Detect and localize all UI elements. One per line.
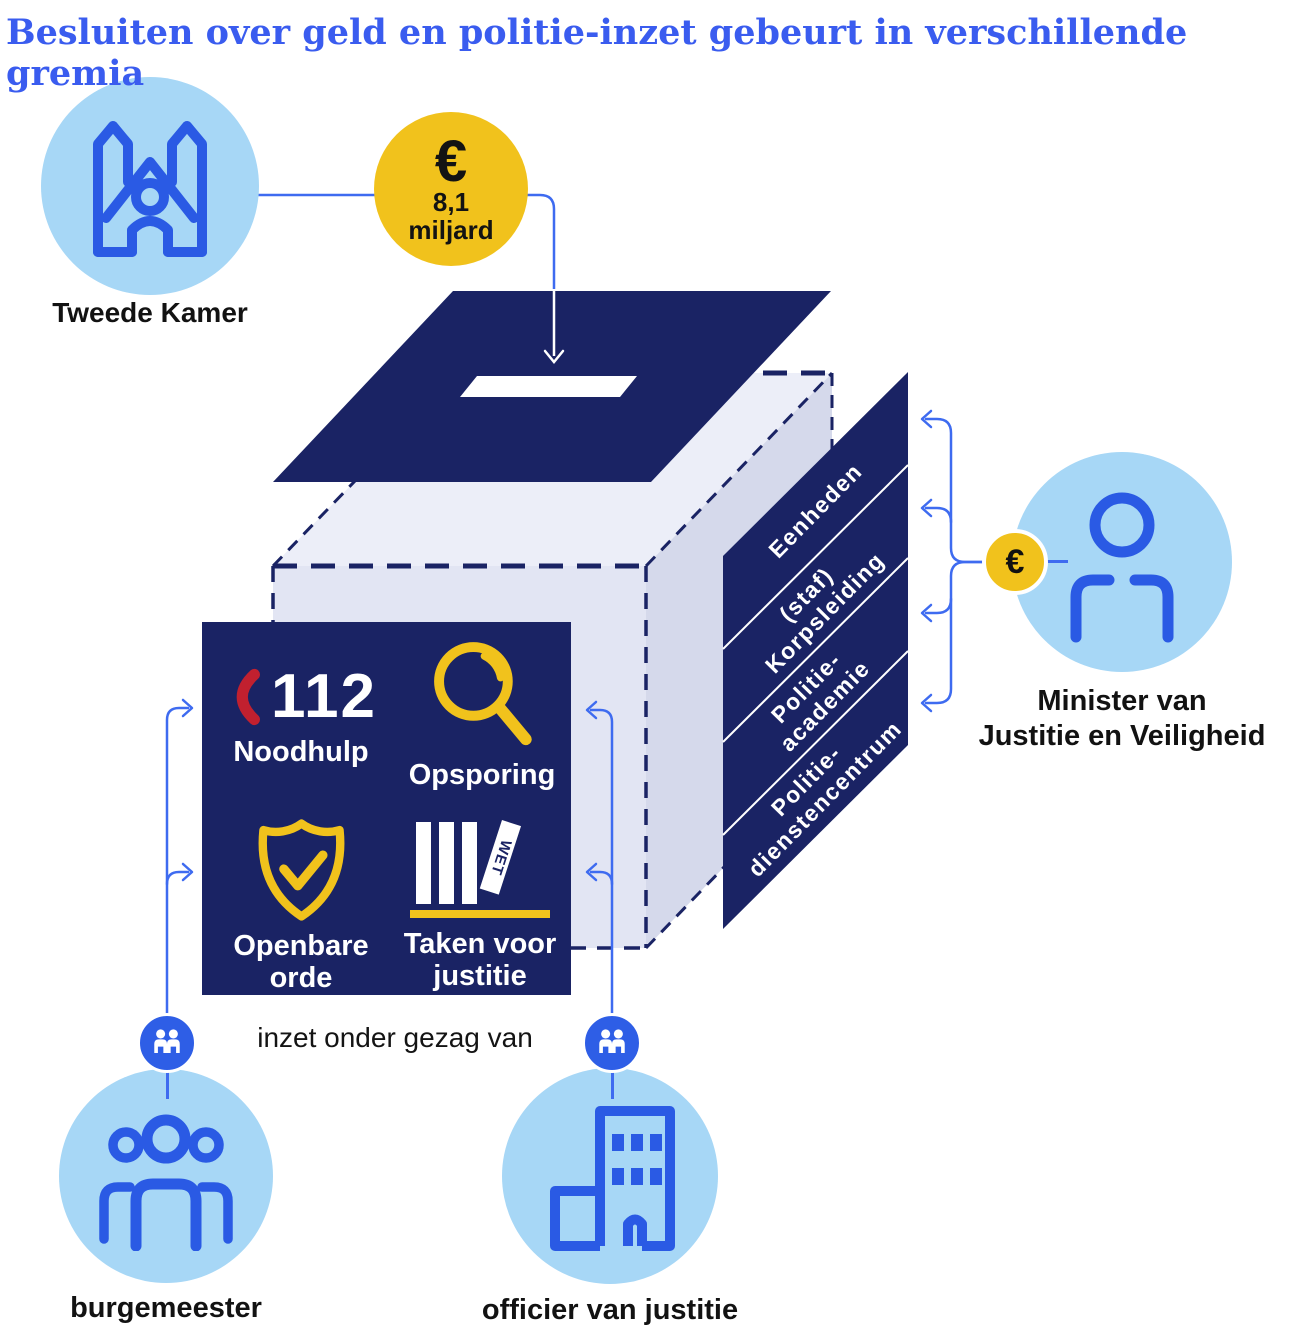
emergency-number: 112 bbox=[270, 662, 378, 731]
budget-circle: € 8,1 miljard bbox=[374, 112, 528, 266]
task-label-line: justitie bbox=[433, 960, 527, 993]
authority-caption: inzet onder gezag van bbox=[257, 1022, 533, 1053]
euro-coin: € bbox=[982, 529, 1048, 595]
parliament-building-icon bbox=[93, 121, 207, 257]
budget-amount: 8,1 bbox=[432, 187, 470, 218]
burgemeester-label: burgemeester bbox=[70, 1292, 262, 1324]
burgemeester-line-stub bbox=[166, 1071, 169, 1099]
officier-circle bbox=[502, 1068, 718, 1284]
shield-check-icon bbox=[258, 819, 344, 921]
person-icon bbox=[1070, 492, 1174, 643]
arrow-head-left bbox=[585, 700, 598, 720]
people-group-icon bbox=[99, 1114, 233, 1251]
task-label-line: Taken voor bbox=[403, 928, 557, 960]
arrow-head-left bbox=[585, 862, 598, 882]
law-books-icon: WET bbox=[410, 820, 550, 918]
task-label: Opsporing bbox=[408, 759, 556, 791]
euro-icon: € bbox=[1005, 542, 1025, 581]
page-title: Besluiten over geld en politie-inzet geb… bbox=[6, 12, 1188, 94]
book-shelf bbox=[410, 910, 550, 918]
arrow-head-right bbox=[181, 862, 194, 882]
arrow-head-left bbox=[920, 603, 933, 623]
coin-connector-stub bbox=[1044, 560, 1068, 563]
task-openbare-orde: Openbare orde bbox=[210, 818, 392, 995]
police-tasks-panel: 112 Noodhulp Opsporing Openbare orde bbox=[202, 622, 571, 995]
arrow-head-left bbox=[920, 498, 933, 518]
magnifier-icon bbox=[434, 642, 532, 746]
money-flow-connector bbox=[250, 193, 556, 289]
burgemeester-circle bbox=[59, 1069, 273, 1283]
task-noodhulp: 112 Noodhulp bbox=[210, 662, 392, 769]
officier-line-stub bbox=[611, 1071, 614, 1099]
euro-icon: € bbox=[434, 129, 468, 195]
burgemeester-authority-badge bbox=[137, 1013, 197, 1073]
minister-label: Minister van Justitie en Veiligheid bbox=[932, 684, 1297, 755]
two-people-icon bbox=[599, 1029, 625, 1053]
arrow-head-left bbox=[920, 693, 933, 713]
task-label: Taken voor justitie bbox=[404, 928, 557, 993]
minister-label-line: Justitie en Veiligheid bbox=[978, 720, 1266, 753]
budget-unit: miljard bbox=[408, 214, 494, 245]
organisation-panel bbox=[722, 372, 909, 929]
arrow-head-right bbox=[181, 698, 194, 718]
tweede-kamer-label: Tweede Kamer bbox=[52, 297, 248, 328]
office-building-icon bbox=[550, 1106, 675, 1251]
task-opsporing: Opsporing bbox=[398, 638, 566, 791]
task-label: Noodhulp bbox=[233, 736, 369, 768]
two-people-icon bbox=[154, 1029, 180, 1053]
ballot-box-lid bbox=[273, 291, 831, 482]
phone-icon bbox=[236, 668, 260, 726]
task-label: Openbare orde bbox=[233, 930, 368, 995]
officier-authority-badge bbox=[582, 1013, 642, 1073]
task-label-line: Openbare bbox=[233, 930, 369, 962]
arrow-head-left bbox=[920, 409, 933, 429]
task-taken-justitie: WET Taken voor justitie bbox=[394, 818, 566, 993]
task-label-line: orde bbox=[269, 962, 333, 995]
lid-slot bbox=[460, 376, 637, 397]
tweede-kamer-circle bbox=[41, 77, 259, 295]
building-windows bbox=[612, 1134, 662, 1185]
money-arrow-head bbox=[543, 349, 565, 364]
minister-label-line: Minister van bbox=[1037, 685, 1207, 717]
organisation-panel-dividers bbox=[722, 464, 909, 836]
officier-label: officier van justitie bbox=[481, 1294, 739, 1326]
